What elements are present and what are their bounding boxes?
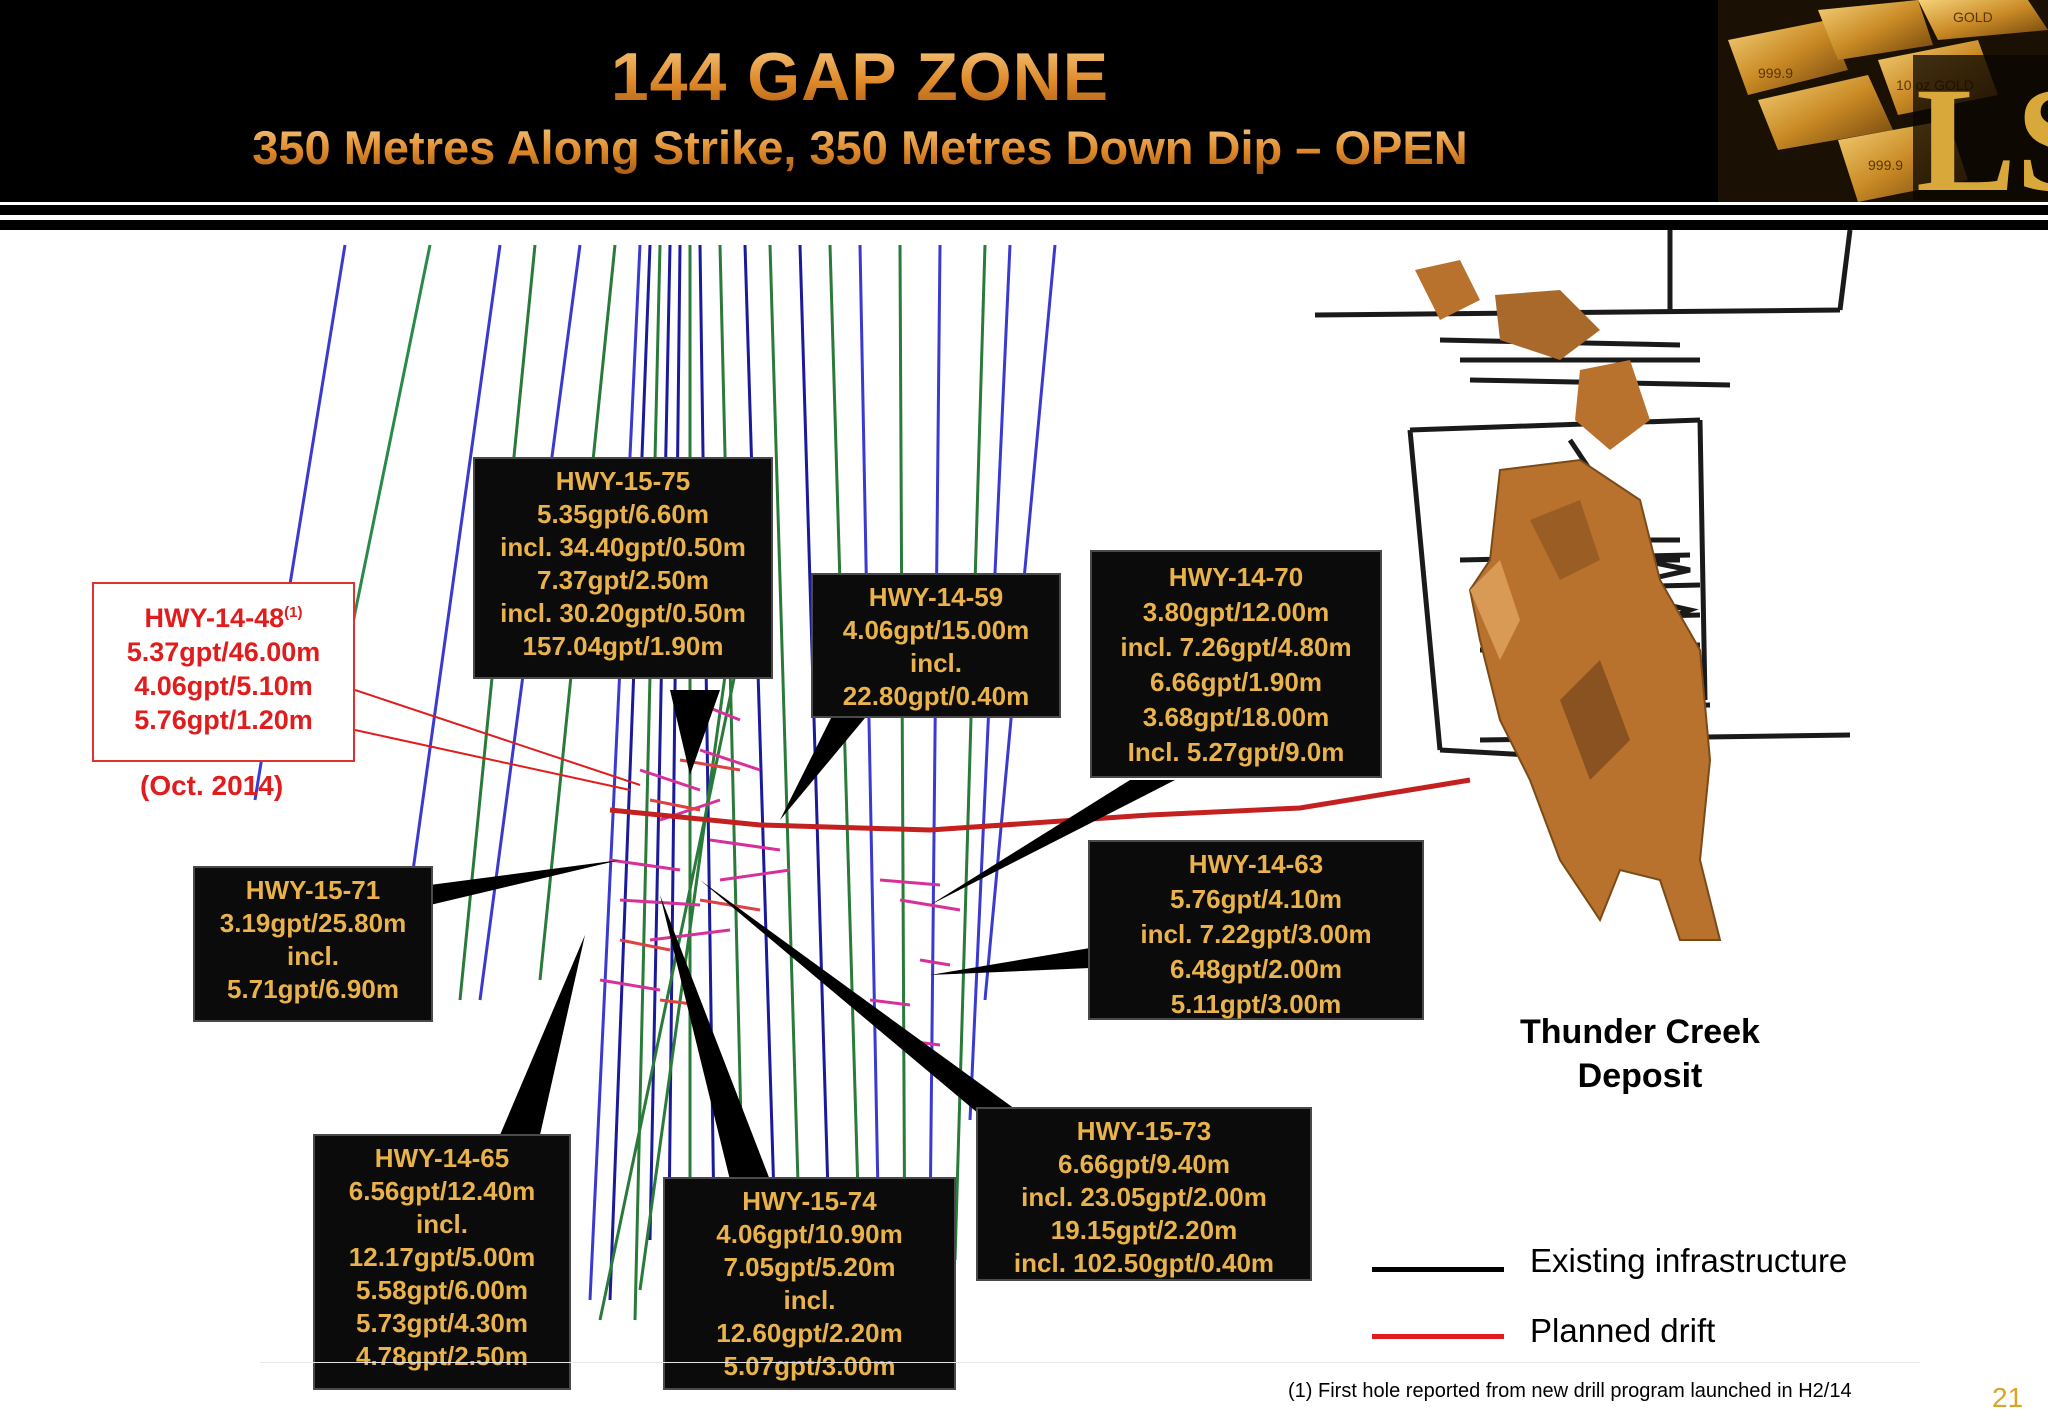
callout-line: 4.78gpt/2.50m (356, 1341, 528, 1371)
callout-line: 4.06gpt/5.10m (134, 671, 313, 701)
deposit-label-line: Deposit (1577, 1057, 1703, 1095)
callout-line: HWY-14-63 (1188, 849, 1324, 879)
bar-text: 999.9 (1868, 157, 1903, 173)
callout-hwy-14-70: HWY-14-70 3.80gpt/12.00m incl. 7.26gpt/4… (1090, 550, 1382, 778)
callout-line: 3.68gpt/18.00m (1142, 702, 1330, 732)
legend-label-drift: Planned drift (1530, 1312, 1716, 1349)
callout-line: HWY-15-74 (742, 1186, 877, 1216)
footer-rule (260, 1362, 1920, 1363)
callout-date: (Oct. 2014) (140, 770, 284, 801)
page-number: 21 (1992, 1382, 2024, 1413)
gold-bars-logo: 999.9 10 oz GOLD 999.9 GOLD LS (1718, 0, 2048, 202)
callout-line: incl. 7.22gpt/3.00m (1140, 919, 1372, 949)
callout-line: incl. (286, 941, 339, 971)
callout-line: Incl. 5.27gpt/9.0m (1127, 737, 1345, 767)
header-rule (0, 205, 2048, 215)
callout-line: 5.07gpt/3.00m (723, 1351, 896, 1381)
callout-line: HWY-15-75 (555, 466, 691, 496)
callout-line: 5.76gpt/4.10m (1170, 884, 1342, 914)
callout-line: incl. 23.05gpt/2.00m (1021, 1182, 1267, 1212)
callout-hwy-15-73: HWY-15-73 6.66gpt/9.40m incl. 23.05gpt/2… (976, 1107, 1312, 1281)
callout-hwy-15-71: HWY-15-71 3.19gpt/25.80m incl. 5.71gpt/6… (193, 866, 433, 1022)
callout-line: 5.71gpt/6.90m (227, 974, 399, 1004)
callout-line: 12.17gpt/5.00m (348, 1242, 536, 1272)
callout-hwy-14-59: HWY-14-59 4.06gpt/15.00m incl. 22.80gpt/… (811, 573, 1061, 718)
callout-line: HWY-14-65 (374, 1143, 510, 1173)
ore-body (1415, 260, 1722, 941)
callout-line: incl. (415, 1209, 468, 1239)
header-banner: 144 GAP ZONE 350 Metres Along Strike, 35… (0, 0, 2048, 202)
footnote-marker: (1) (284, 604, 303, 621)
callout-line: HWY-14-59 (868, 582, 1004, 612)
callout-line: 4.06gpt/15.00m (842, 615, 1030, 645)
callout-line: incl. 102.50gpt/0.40m (1013, 1248, 1275, 1278)
callout-hwy-14-65: HWY-14-65 6.56gpt/12.40m incl. 12.17gpt/… (313, 1134, 571, 1390)
header-rule (0, 220, 2048, 230)
callout-hwy-15-74: HWY-15-74 4.06gpt/10.90m 7.05gpt/5.20m i… (663, 1177, 956, 1390)
callout-line: incl. 30.20gpt/0.50m (500, 598, 746, 628)
callout-line: incl. (909, 648, 962, 678)
legend-swatch-drift (1372, 1334, 1504, 1339)
callout-line: 22.80gpt/0.40m (842, 681, 1030, 711)
callout-line: 7.37gpt/2.50m (537, 565, 709, 595)
callout-line: HWY-15-71 (245, 875, 381, 905)
callout-line: 5.35gpt/6.60m (537, 499, 709, 529)
callout-line: HWY-15-73 (1076, 1116, 1212, 1146)
callout-line: 7.05gpt/5.20m (723, 1252, 896, 1282)
callout-line: 6.66gpt/9.40m (1058, 1149, 1230, 1179)
callout-line: incl. 34.40gpt/0.50m (500, 532, 746, 562)
callout-line: 5.37gpt/46.00m (126, 637, 321, 667)
section-diagram (253, 230, 1853, 1321)
callout-line: 3.80gpt/12.00m (1142, 597, 1330, 627)
deposit-label: Thunder Creek Deposit (1480, 1010, 1800, 1098)
callout-hwy-14-48: HWY-14-48(1) 5.37gpt/46.00m 4.06gpt/5.10… (92, 582, 355, 762)
callout-line: 157.04gpt/1.90m (522, 631, 724, 661)
callout-line: HWY-14-70 (1168, 562, 1304, 592)
bar-text: 999.9 (1758, 65, 1793, 81)
callout-line: 6.56gpt/12.40m (348, 1176, 536, 1206)
callout-pointers (354, 689, 1175, 1180)
callout-line: incl. (783, 1285, 836, 1315)
callout-hwy-14-63: HWY-14-63 5.76gpt/4.10m incl. 7.22gpt/3.… (1088, 840, 1424, 1020)
logo-letters: LS (1916, 57, 2048, 202)
callout-line: 12.60gpt/2.20m (716, 1318, 903, 1348)
callout-line: 4.06gpt/10.90m (716, 1219, 903, 1249)
callout-line: 3.19gpt/25.80m (219, 908, 407, 938)
callout-line: 6.48gpt/2.00m (1170, 954, 1342, 984)
legend-swatch-infrastructure (1372, 1267, 1504, 1272)
callout-line: 19.15gpt/2.20m (1050, 1215, 1238, 1245)
callout-hole-id: HWY-14-48 (144, 603, 285, 633)
callout-line: 6.66gpt/1.90m (1150, 667, 1322, 697)
callout-line: 5.58gpt/6.00m (356, 1275, 528, 1305)
page-title: 144 GAP ZONE (0, 38, 1720, 116)
drill-holes (253, 244, 1057, 1321)
callout-line: 5.11gpt/3.00m (1170, 989, 1342, 1019)
footnote: (1) First hole reported from new drill p… (1288, 1380, 1852, 1402)
callout-hwy-15-75: HWY-15-75 5.35gpt/6.60m incl. 34.40gpt/0… (473, 457, 773, 679)
callout-line: 5.76gpt/1.20m (134, 705, 313, 735)
callout-line: incl. 7.26gpt/4.80m (1120, 632, 1352, 662)
deposit-label-line: Thunder Creek (1520, 1013, 1760, 1051)
bar-text: GOLD (1953, 9, 1993, 25)
callout-line: 5.73gpt/4.30m (356, 1308, 528, 1338)
legend-label-infrastructure: Existing infrastructure (1530, 1242, 1848, 1279)
page-subtitle: 350 Metres Along Strike, 350 Metres Down… (0, 120, 1720, 175)
planned-drift (609, 777, 1471, 833)
